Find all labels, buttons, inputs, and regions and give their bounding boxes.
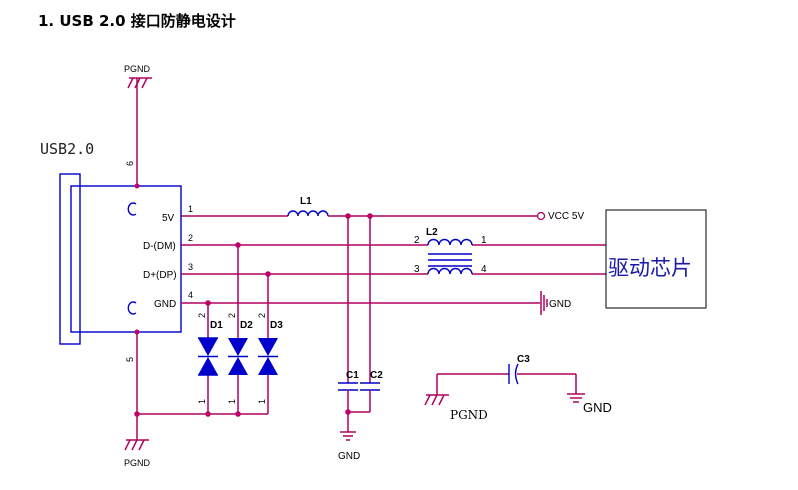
junction-dot xyxy=(205,411,211,417)
choke-l2-label: L2 xyxy=(426,227,438,238)
driver-chip-label: 驱动芯片 xyxy=(608,256,692,280)
vcc-label: VCC 5V xyxy=(548,211,584,222)
connector-pin-box xyxy=(70,185,182,333)
choke-pin-2: 2 xyxy=(414,235,420,246)
pin-number-4: 4 xyxy=(188,290,193,300)
gnd-symbol-c3 xyxy=(567,374,585,403)
shell-pin-6: 6 xyxy=(125,161,135,166)
pin-label-5v: 5V xyxy=(162,213,175,224)
inductor-l1-label: L1 xyxy=(300,196,312,207)
gnd-right-label: GND xyxy=(549,299,571,310)
capacitor-c1-label: C1 xyxy=(346,370,359,381)
capacitor-c1 xyxy=(338,216,358,412)
pgnd-top-symbol xyxy=(127,77,152,89)
junction-dot xyxy=(235,411,241,417)
connector-body xyxy=(59,173,81,345)
capacitor-c2-label: C2 xyxy=(370,370,383,381)
tvs-diode-d1 xyxy=(198,303,218,414)
diode-d1-pin-bottom: 1 xyxy=(197,399,207,404)
diode-d3-label: D3 xyxy=(270,320,283,331)
choke-pin-4: 4 xyxy=(481,264,487,275)
pin-number-2: 2 xyxy=(188,233,193,243)
choke-pin-3: 3 xyxy=(414,264,420,275)
capacitor-c3 xyxy=(437,363,576,385)
pin-label-dp: D+(DP) xyxy=(143,270,177,281)
diode-d1-label: D1 xyxy=(210,320,223,331)
diode-d3-pin-bottom: 1 xyxy=(257,399,267,404)
pgnd-bottom-symbol xyxy=(124,439,149,451)
diode-d2-pin-bottom: 1 xyxy=(227,399,237,404)
diode-d1-pin-top: 2 xyxy=(197,313,207,318)
pgnd-top-label: PGND xyxy=(124,64,151,74)
capacitor-c2 xyxy=(360,216,380,412)
shell-pin-5: 5 xyxy=(125,357,135,362)
page-heading: 1. USB 2.0 接口防静电设计 xyxy=(38,12,236,30)
gnd-symbol-caps xyxy=(340,412,356,441)
connector-title: USB2.0 xyxy=(40,140,94,158)
pgnd-c3-label: PGND xyxy=(450,408,488,422)
inductor-l1 xyxy=(287,210,329,217)
choke-l2 xyxy=(427,238,473,275)
junction-dot xyxy=(134,329,140,335)
choke-pin-1: 1 xyxy=(481,235,487,246)
driver-chip-box xyxy=(605,209,707,309)
pin-label-dm: D-(DM) xyxy=(143,241,176,252)
connector-mount-hole-top xyxy=(127,202,137,216)
diode-d2-pin-top: 2 xyxy=(227,313,237,318)
pgnd-bottom-label: PGND xyxy=(124,458,151,468)
connector-mount-hole-bottom xyxy=(127,301,137,315)
junction-dot xyxy=(134,183,140,189)
diode-d3-pin-top: 2 xyxy=(257,313,267,318)
diode-d2-label: D2 xyxy=(240,320,253,331)
vcc-terminal xyxy=(536,211,546,221)
capacitor-c3-label: C3 xyxy=(517,354,530,365)
gnd-caps-label: GND xyxy=(338,451,360,462)
pin-label-gnd: GND xyxy=(154,299,176,310)
pgnd-symbol-c3 xyxy=(424,374,449,406)
pin-number-3: 3 xyxy=(188,262,193,272)
gnd-c3-label: GND xyxy=(583,400,612,415)
chassis-gnd-symbol xyxy=(540,291,548,315)
pin-number-1: 1 xyxy=(188,204,193,214)
tvs-diode-d2 xyxy=(228,245,248,414)
tvs-diode-d3 xyxy=(258,274,278,414)
